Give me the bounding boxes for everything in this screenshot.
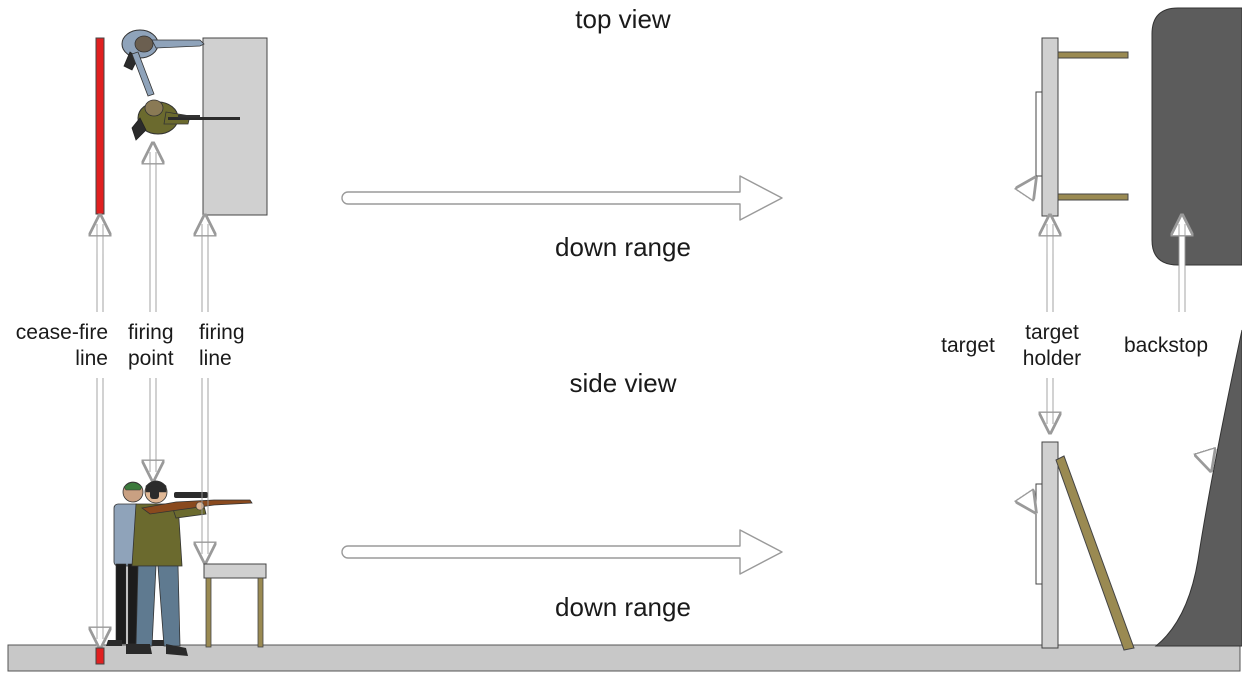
ground: [7, 644, 1241, 672]
firing-line-bench-top: [202, 37, 268, 216]
backstop-arrow-side: [1179, 377, 1210, 468]
target-holder-label: target holder: [1022, 321, 1082, 370]
backstop-top: [1151, 7, 1242, 266]
backstop-label: backstop: [1123, 334, 1209, 357]
top-view-title: top view: [575, 4, 671, 34]
target-arrow-side: [943, 376, 1034, 510]
down-range-arrow-side: [341, 529, 783, 575]
side-view-title: side view: [569, 368, 677, 398]
cease-fire-line-top: [95, 37, 105, 215]
firing-point-label: firing point: [128, 321, 174, 370]
backstop-side: [1154, 329, 1242, 647]
target-top: [1035, 91, 1043, 177]
firing-line-label: firing line: [199, 321, 245, 370]
target-holder-side: [1041, 441, 1059, 649]
target-holder-leg-top-1: [1057, 51, 1129, 59]
firing-line-bench-side: [203, 563, 267, 648]
target-label: target: [941, 334, 995, 357]
cease-fire-line-label: cease-fire line: [15, 321, 108, 370]
cease-fire-marker-side: [95, 647, 105, 665]
target-holder-brace-side: [1055, 455, 1135, 651]
shooters-side-view: [106, 480, 253, 656]
down-range-arrow-top: [341, 175, 783, 221]
target-holder-top: [1041, 37, 1059, 217]
shooters-top-view: [121, 29, 240, 141]
down-range-label-side: down range: [555, 592, 691, 622]
target-arrow-top: [943, 180, 1034, 314]
target-holder-leg-top-2: [1057, 193, 1129, 201]
target-side: [1035, 483, 1043, 585]
down-range-label-top: down range: [555, 232, 691, 262]
